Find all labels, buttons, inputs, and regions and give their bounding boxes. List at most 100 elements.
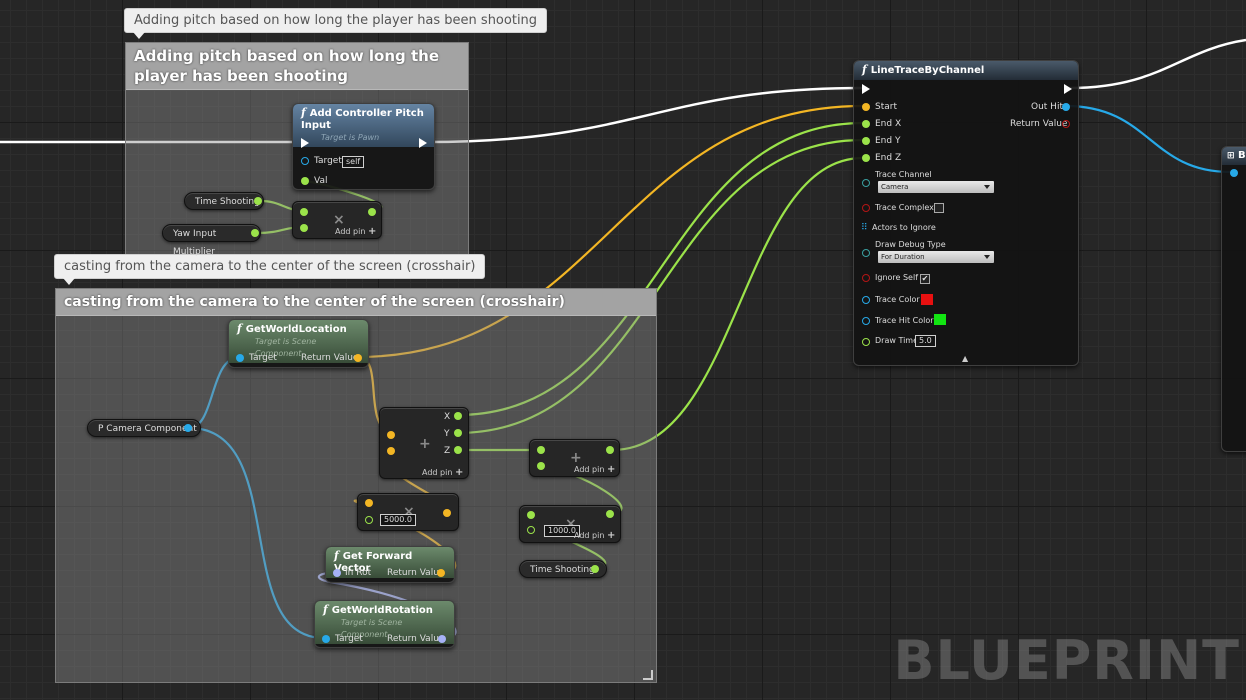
yaw-input-multiplier-getter[interactable]: Yaw Input Multiplier [162, 224, 261, 257]
add-float-node[interactable]: + Add pin + [529, 439, 620, 477]
exec-in-pin[interactable] [862, 84, 870, 94]
end-x-label: End X [875, 119, 902, 129]
end-z-pin[interactable] [862, 154, 870, 162]
time-shooting-getter[interactable]: Time Shooting [184, 192, 264, 210]
input-pin-a[interactable] [537, 446, 545, 454]
exec-out-pin[interactable] [419, 138, 427, 148]
return-value-pin[interactable] [437, 569, 445, 577]
trace-color-pin[interactable] [862, 296, 870, 304]
return-value-label: Return Value [387, 568, 445, 578]
trace-hit-color-pin[interactable] [862, 317, 870, 325]
input-pin-b[interactable] [537, 462, 545, 470]
val-label: Val [314, 176, 328, 186]
partial-node-right[interactable]: ⊞ B [1221, 146, 1246, 452]
draw-debug-type-dropdown[interactable]: For Duration [878, 251, 994, 263]
node-subtitle: Target is Pawn [321, 133, 380, 142]
target-pin[interactable] [322, 635, 330, 643]
add-icon: + [570, 450, 582, 466]
target-pin[interactable] [236, 354, 244, 362]
node-title: GetWorldLocation [245, 324, 347, 335]
ignore-self-pin[interactable] [862, 274, 870, 282]
trace-complex-checkbox[interactable] [934, 203, 944, 213]
add-pin-button[interactable]: Add pin + [574, 464, 616, 475]
input-pin-b[interactable] [387, 447, 395, 455]
return-value-pin[interactable] [354, 354, 362, 362]
trace-complex-label: Trace Complex [875, 203, 934, 212]
multiply-node-1000[interactable]: × 1000.0 Add pin + [519, 505, 621, 543]
y-pin[interactable] [454, 429, 462, 437]
start-pin[interactable] [862, 103, 870, 111]
ignore-self-checkbox[interactable]: ✔ [920, 274, 930, 284]
input-pin-b[interactable] [527, 526, 535, 534]
input-pin[interactable] [1230, 169, 1238, 177]
trace-color-swatch[interactable] [921, 294, 933, 305]
draw-time-pin[interactable] [862, 338, 870, 346]
wire-x-to-endx [456, 121, 864, 417]
output-pin[interactable] [443, 509, 451, 517]
wire-y-to-endy [456, 138, 864, 435]
output-pin[interactable] [368, 208, 376, 216]
output-pin[interactable] [591, 565, 599, 573]
add-pin-button[interactable]: Add pin + [574, 530, 616, 541]
input-pin-a[interactable] [527, 511, 535, 519]
comment-bubble-pitch[interactable]: Adding pitch based on how long the playe… [124, 8, 548, 39]
out-hit-pin[interactable] [1062, 103, 1070, 111]
output-pin[interactable] [254, 197, 262, 205]
return-value-label: Return Value [1010, 119, 1068, 129]
z-pin[interactable] [454, 446, 462, 454]
val-pin[interactable] [301, 177, 309, 185]
in-rot-pin[interactable] [333, 569, 341, 577]
resize-grip-icon[interactable] [643, 670, 653, 680]
end-x-pin[interactable] [862, 120, 870, 128]
trace-channel-dropdown[interactable]: Camera [878, 181, 994, 193]
input-pin-a[interactable] [387, 431, 395, 439]
time-shooting-getter-2[interactable]: Time Shooting [519, 560, 607, 578]
wire-location-to-start [356, 104, 864, 359]
draw-time-value[interactable]: 5.0 [915, 335, 936, 347]
input-pin-b[interactable] [365, 516, 373, 524]
target-value[interactable]: self [342, 156, 365, 168]
return-value-pin[interactable] [438, 635, 446, 643]
output-pin[interactable] [184, 424, 192, 432]
in-rot-label: In Rot [345, 568, 372, 578]
end-y-pin[interactable] [862, 137, 870, 145]
camera-component-getter[interactable]: P Camera Component [87, 419, 201, 437]
trace-complex-pin[interactable] [862, 204, 870, 212]
return-value-label: Return Value [387, 634, 445, 644]
trace-channel-pin[interactable] [862, 179, 870, 187]
draw-debug-type-pin[interactable] [862, 249, 870, 257]
return-value-pin[interactable] [1062, 120, 1070, 128]
actors-array-icon[interactable]: ⠿ [861, 223, 868, 233]
collapse-arrow-icon[interactable]: ▲ [962, 354, 969, 363]
output-pin[interactable] [251, 229, 259, 237]
multiplier-value[interactable]: 1000.0 [544, 525, 580, 537]
y-label: Y [444, 429, 450, 439]
exec-in-pin[interactable] [301, 138, 309, 148]
x-pin[interactable] [454, 412, 462, 420]
add-pin-button[interactable]: Add pin + [335, 226, 377, 237]
comment-bubble-casting[interactable]: casting from the camera to the center of… [54, 254, 486, 285]
exec-wire-trace-out [1069, 38, 1246, 90]
add-pin-button[interactable]: Add pin + [422, 467, 464, 478]
target-label: Target [249, 353, 277, 363]
node-title: GetWorldRotation [331, 605, 433, 616]
input-pin-a[interactable] [365, 499, 373, 507]
multiply-node-pitch[interactable]: × Add pin + [292, 201, 382, 239]
output-pin[interactable] [606, 446, 614, 454]
multiply-node-5000[interactable]: × 5000.0 [357, 493, 459, 531]
add-vector-node[interactable]: + X Y Z Add pin + [379, 407, 469, 479]
target-pin[interactable] [301, 157, 309, 165]
multiplier-value[interactable]: 5000.0 [380, 514, 416, 526]
trace-color-label: Trace Color [875, 295, 920, 304]
end-y-label: End Y [875, 136, 901, 146]
input-pin-b[interactable] [300, 224, 308, 232]
exec-out-pin[interactable] [1064, 84, 1072, 94]
trace-hit-color-swatch[interactable] [934, 314, 946, 325]
input-pin-a[interactable] [300, 208, 308, 216]
output-pin[interactable] [606, 510, 614, 518]
